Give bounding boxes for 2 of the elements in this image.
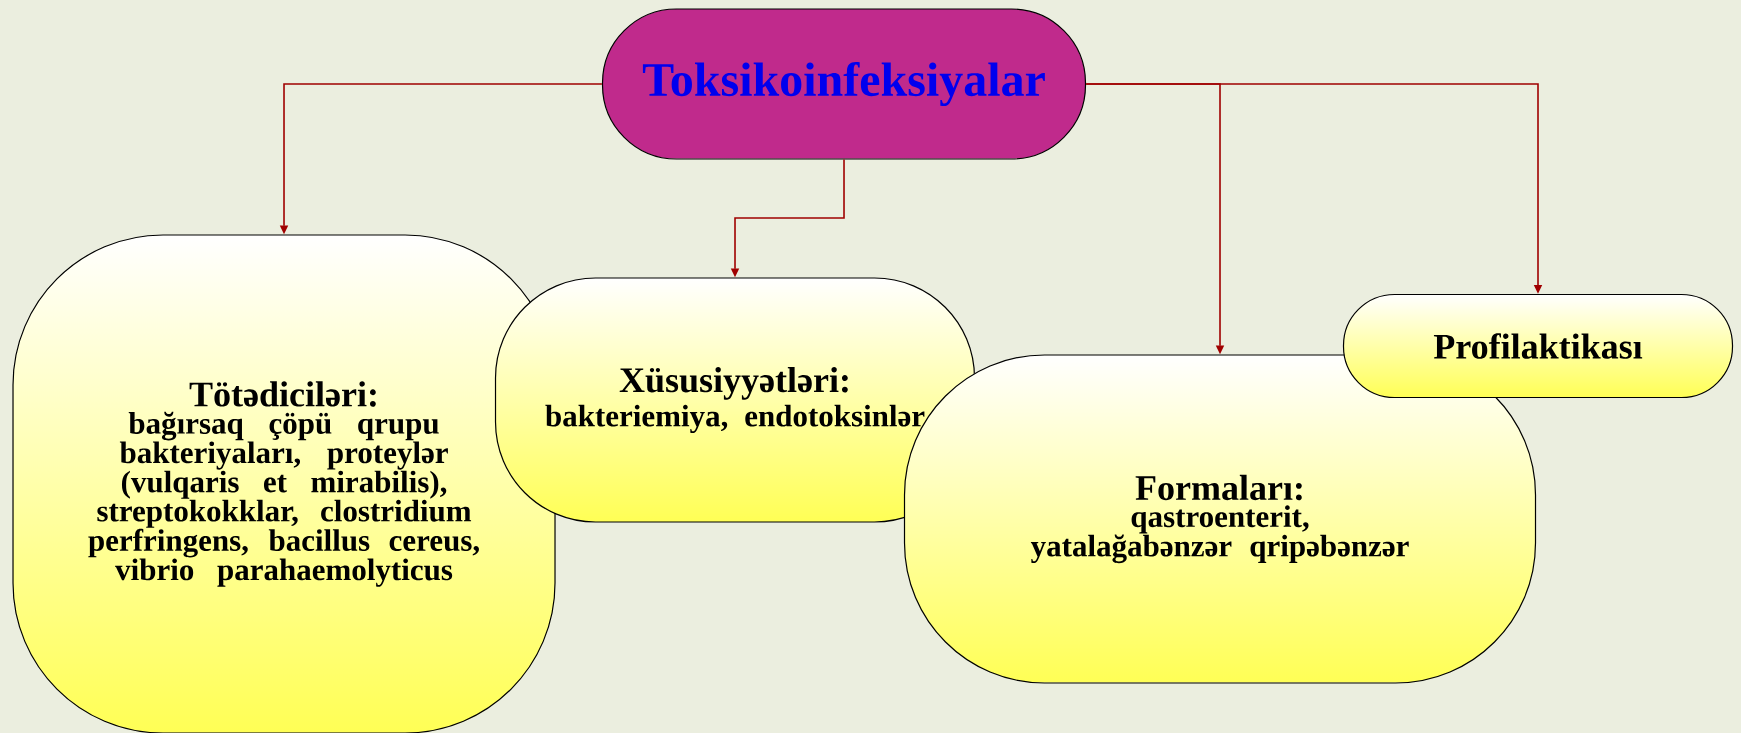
pill-box: Profilaktikası	[1342, 293, 1734, 399]
title-pill: Toksikoinfeksiyalar	[601, 8, 1087, 160]
